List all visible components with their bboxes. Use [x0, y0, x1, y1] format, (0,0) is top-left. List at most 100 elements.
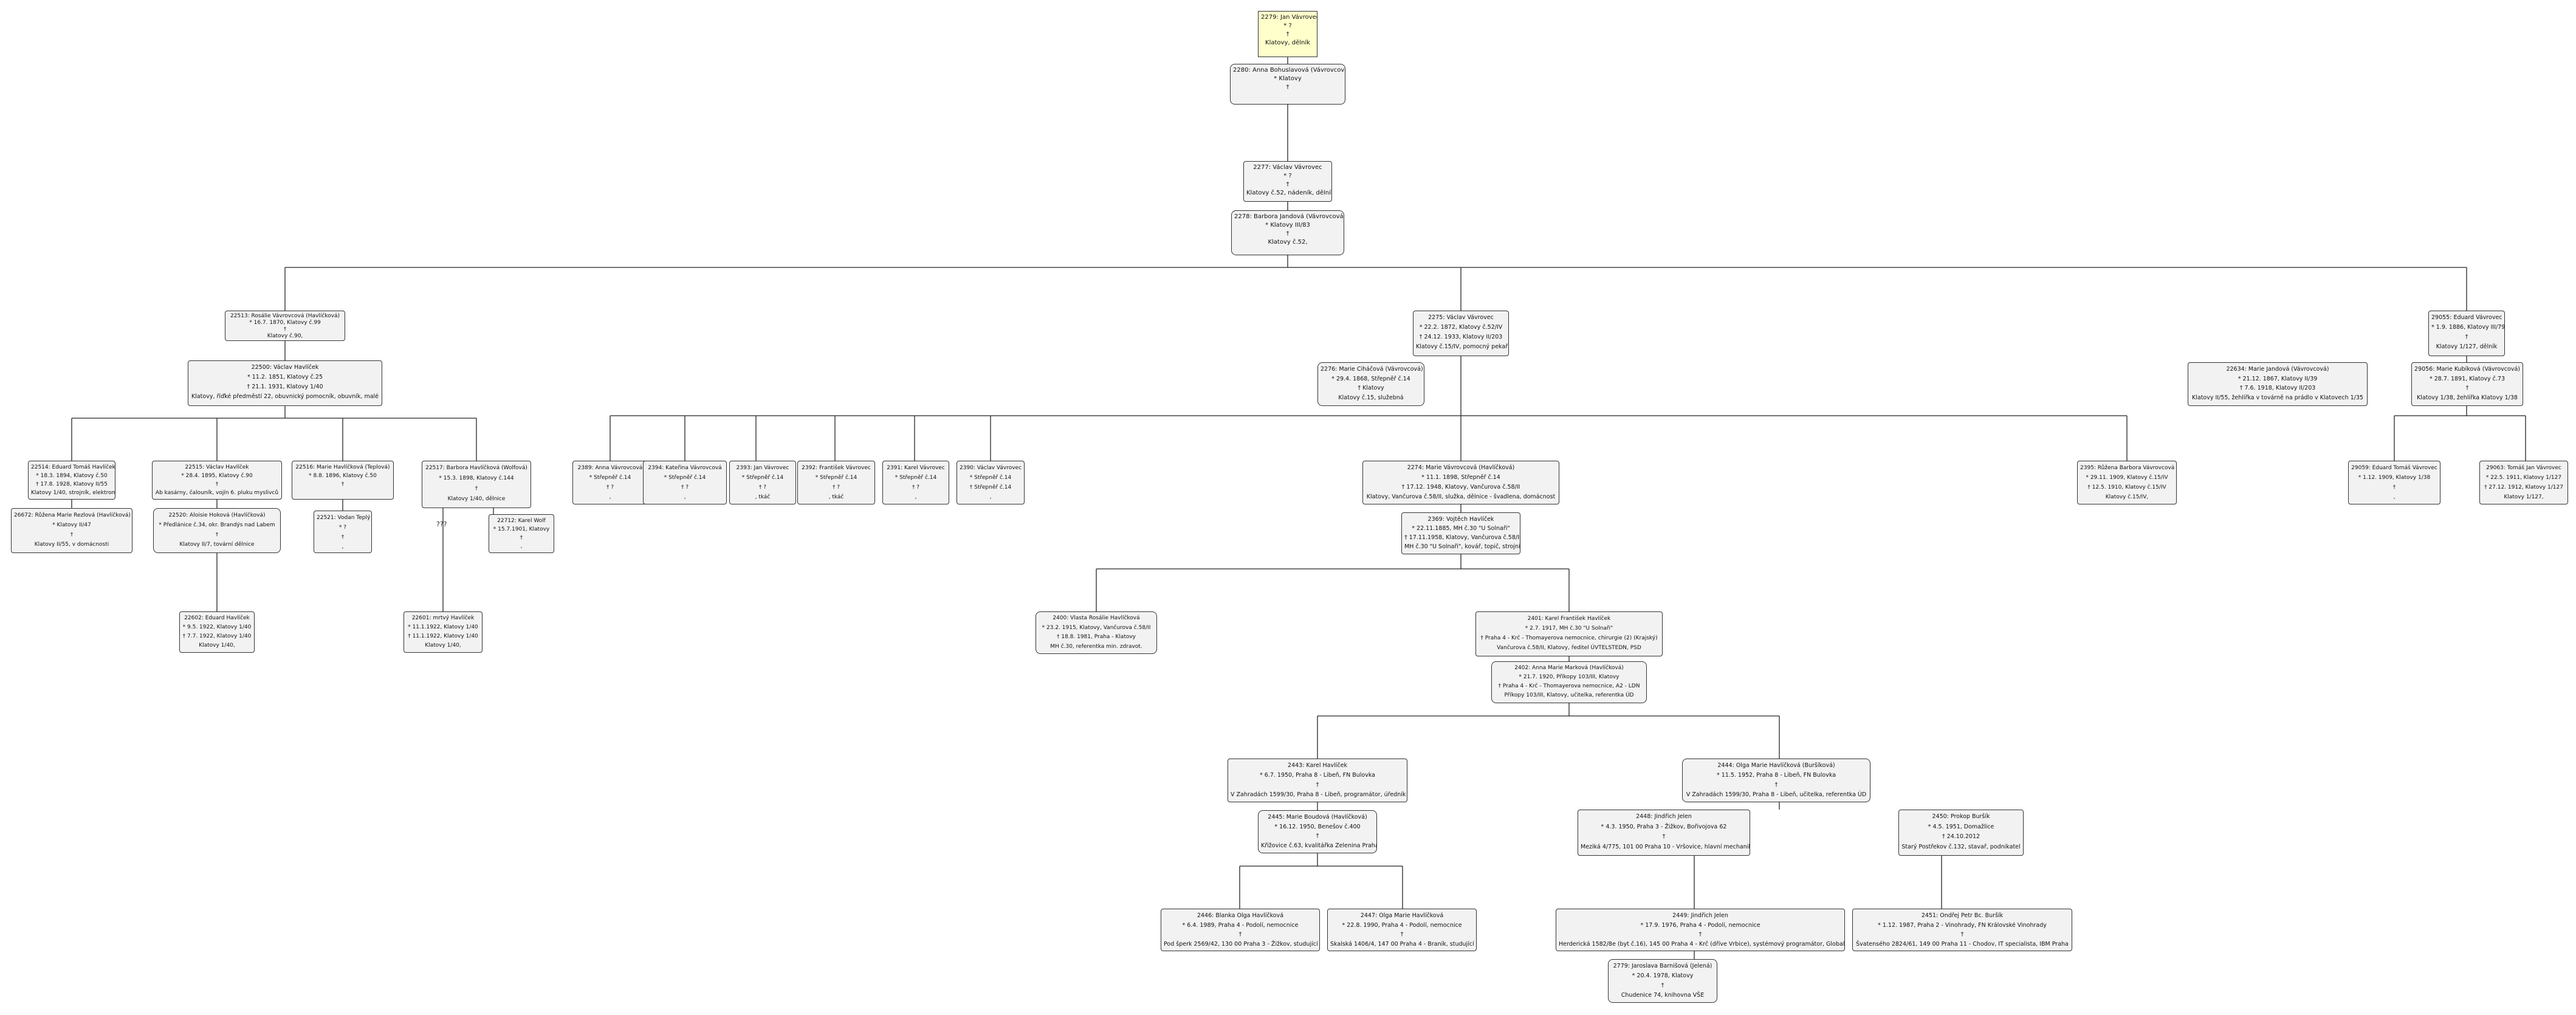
person-2278-name: 2278: Barbora Jandová (Vávrovcová) [1234, 213, 1344, 220]
person-2390-name: 2390: Václav Vávrovec [960, 465, 1022, 471]
person-2448[interactable]: 2448: Jindřich Jelen * 4.3. 1950, Praha … [1578, 810, 1750, 856]
person-2392-name: 2392: František Vávrovec [802, 465, 871, 471]
person-2279-death: † [1286, 31, 1290, 38]
person-2278[interactable]: 2278: Barbora Jandová (Vávrovcová) * Kla… [1231, 210, 1344, 255]
person-2451-death: † [1960, 931, 1964, 938]
person-2391-info: , [915, 494, 917, 500]
person-22634-name: 22634: Marie Jandová (Vávrovcová) [2226, 366, 2329, 373]
person-2390-birth: * Střepněř č.14 [969, 475, 1012, 481]
person-22517[interactable]: 22517: Barbora Havlíčková (Wolfová) * 15… [422, 461, 531, 508]
person-2445[interactable]: 2445: Marie Boudová (Havlíčková) * 16.12… [1258, 810, 1377, 853]
person-2443-birth: * 6.7. 1950, Praha 8 - Libeň, FN Bulovka [1259, 772, 1376, 779]
person-2276[interactable]: 2276: Marie Ciháčová (Vávrovcová) * 29.4… [1317, 362, 1424, 406]
person-22521[interactable]: 22521: Vodan Teplý * ? † , [314, 511, 372, 553]
person-2400-birth: * 23.2. 1915, Klatovy, Vančurova č.58/II [1042, 624, 1151, 631]
person-29056[interactable]: 29056: Marie Kubíková (Vávrovcová) * 28.… [2411, 362, 2523, 406]
person-2391[interactable]: 2391: Karel Vávrovec * Střepněř č.14 † ?… [882, 461, 949, 504]
person-2451[interactable]: 2451: Ondřej Petr Bc. Buršík * 1.12. 198… [1852, 909, 2072, 951]
person-29063-name: 29063: Tomáš Jan Vávrovec [2486, 465, 2561, 471]
person-2447-birth: * 22.8. 1990, Praha 4 - Podolí, nemocnic… [1342, 921, 1462, 929]
person-29059-death: † [2392, 484, 2396, 490]
person-22520[interactable]: 22520: Aloisie Hoková (Havlíčková) * Pře… [153, 508, 281, 553]
person-29055[interactable]: 29055: Eduard Vávrovec * 1.9. 1886, Klat… [2428, 311, 2505, 356]
person-22520-name: 22520: Aloisie Hoková (Havlíčková) [168, 512, 266, 518]
person-2779-info: Chudenice 74, knihovna VŠE [1621, 992, 1705, 999]
person-2391-death: † ? [912, 484, 920, 490]
person-2449[interactable]: 2449: Jindřich Jelen * 17.9. 1976, Praha… [1556, 909, 1845, 951]
person-2446-birth: * 6.4. 1989, Praha 4 - Podolí, nemocnice [1182, 921, 1299, 929]
person-22712-name: 22712: Karel Wolf [497, 518, 546, 524]
person-29056-name: 29056: Marie Kubíková (Vávrovcová) [2414, 366, 2520, 373]
person-26672-name: 26672: Růžena Marie Rezlová (Havlíčková) [14, 512, 131, 518]
person-22712[interactable]: 22712: Karel Wolf * 15.7.1901, Klatovy †… [489, 514, 554, 553]
person-2393-birth: * Střepněř č.14 [741, 475, 784, 481]
person-2389[interactable]: 2389: Anna Vávrovcová * Střepněř č.14 † … [572, 461, 648, 504]
person-22601-birth: * 11.1.1922, Klatovy 1/40 [408, 624, 478, 630]
person-2391-name: 2391: Karel Vávrovec [887, 465, 945, 471]
person-2389-birth: * Střepněř č.14 [589, 475, 631, 481]
person-2401[interactable]: 2401: Karel František Havlíček * 2.7. 19… [1475, 611, 1663, 656]
person-22515[interactable]: 22515: Václav Havlíček * 28.4. 1895, Kla… [152, 461, 282, 500]
person-2448-name: 2448: Jindřich Jelen [1636, 813, 1692, 820]
person-2395[interactable]: 2395: Růžena Barbora Vávrovcová * 29.11.… [2077, 461, 2177, 504]
person-2393[interactable]: 2393: Jan Vávrovec * Střepněř č.14 † ? ,… [729, 461, 796, 504]
person-22500-name: 22500: Václav Havlíček [251, 364, 319, 371]
person-22601[interactable]: 22601: mrtvý Havlíček * 11.1.1922, Klato… [404, 611, 483, 653]
person-2389-info: , [609, 494, 611, 500]
person-2394[interactable]: 2394: Kateřina Vávrovcová * Střepněř č.1… [643, 461, 727, 504]
person-26672[interactable]: 26672: Růžena Marie Rezlová (Havlíčková)… [11, 508, 132, 553]
person-2444[interactable]: 2444: Olga Marie Havlíčková (Buršíková) … [1682, 759, 1870, 802]
person-2779-name: 2779: Jaroslava Barnišová (Jelená) [1613, 963, 1712, 969]
person-22520-info: Klatovy II/7, tovární dělnice [179, 542, 255, 548]
person-2779[interactable]: 2779: Jaroslava Barnišová (Jelená) * 20.… [1608, 959, 1717, 1003]
person-2392[interactable]: 2392: František Vávrovec * Střepněř č.14… [797, 461, 875, 504]
person-22513-death: † [283, 326, 287, 332]
person-2447[interactable]: 2447: Olga Marie Havlíčková * 22.8. 1990… [1327, 909, 1477, 951]
person-2369[interactable]: 2369: Vojtěch Havlíček * 22.11.1885, MH … [1401, 512, 1520, 554]
person-2278-death: † [1286, 230, 1290, 237]
person-2279[interactable]: 2279: Jan Vávrovec * ? † Klatovy, dělník [1258, 11, 1317, 57]
person-2402[interactable]: 2402: Anna Marie Marková (Havlíčková) * … [1491, 661, 1647, 703]
person-2445-name: 2445: Marie Boudová (Havlíčková) [1268, 814, 1367, 821]
person-2280[interactable]: 2280: Anna Bohuslavová (Vávrovcová) * Kl… [1230, 64, 1345, 105]
person-2401-name: 2401: Karel František Havlíček [1527, 616, 1611, 622]
person-2278-birth: * Klatovy III/83 [1265, 222, 1310, 229]
person-22517-name: 22517: Barbora Havlíčková (Wolfová) [425, 465, 527, 471]
person-22514[interactable]: 22514: Eduard Tomáš Havlíček * 18.3. 189… [28, 461, 115, 500]
person-2446[interactable]: 2446: Blanka Olga Havlíčková * 6.4. 1989… [1161, 909, 1320, 951]
person-2277[interactable]: 2277: Václav Vávrovec * ? † Klatovy č.52… [1243, 161, 1332, 202]
person-29059[interactable]: 29059: Eduard Tomáš Vávrovec * 1.12. 190… [2348, 461, 2440, 504]
person-2779-birth: * 20.4. 1978, Klatovy [1632, 972, 1694, 979]
person-29063[interactable]: 29063: Tomáš Jan Vávrovec * 22.5. 1911, … [2479, 461, 2568, 504]
person-2274[interactable]: 2274: Marie Vávrovcová (Havlíčková) * 11… [1362, 461, 1559, 504]
person-29059-info: , [2393, 494, 2396, 500]
person-2400[interactable]: 2400: Vlasta Rosálie Havlíčková * 23.2. … [1036, 611, 1157, 654]
person-2395-name: 2395: Růžena Barbora Vávrovcová [2080, 465, 2175, 471]
person-22514-name: 22514: Eduard Tomáš Havlíček [31, 464, 115, 470]
person-29059-birth: * 1.12. 1909, Klatovy 1/38 [2358, 475, 2431, 481]
person-2275[interactable]: 2275: Václav Vávrovec * 22.2. 1872, Klat… [1413, 311, 1509, 356]
person-2279-info: Klatovy, dělník [1265, 40, 1310, 46]
person-22500[interactable]: 22500: Václav Havlíček * 11.2. 1851, Kla… [188, 360, 382, 406]
person-2450-death: † 24.10.2012 [1942, 833, 1980, 840]
person-22602[interactable]: 22602: Eduard Havlíček * 9.5. 1922, Klat… [179, 611, 255, 653]
person-22516[interactable]: 22516: Marie Havlíčková (Teplová) * 8.8.… [292, 461, 394, 500]
person-22513[interactable]: 22513: Rosálie Vávrovcová (Havlíčková) *… [225, 311, 345, 341]
person-22513-birth: * 16.7. 1870, Klatovy č.99 [249, 320, 321, 326]
person-2402-info: Příkopy 103/III, Klatovy, učitelka, refe… [1504, 692, 1634, 698]
person-2402-birth: * 21.7. 1920, Příkopy 103/III, Klatovy [1519, 674, 1619, 680]
person-2446-info: Pod šperk 2569/42, 130 00 Praha 3 - Žižk… [1164, 940, 1318, 948]
person-22634[interactable]: 22634: Marie Jandová (Vávrovcová) * 21.1… [2188, 362, 2368, 406]
person-2443[interactable]: 2443: Karel Havlíček * 6.7. 1950, Praha … [1228, 759, 1407, 802]
person-2395-info: Klatovy č.15/IV, [2105, 494, 2149, 500]
person-2390[interactable]: 2390: Václav Vávrovec * Střepněř č.14 † … [957, 461, 1025, 504]
person-22515-birth: * 28.4. 1895, Klatovy č.90 [181, 473, 253, 479]
person-2450[interactable]: 2450: Prokop Buršík * 4.5. 1951, Domažli… [1898, 810, 2024, 856]
person-22634-info: Klatovy II/55, žehlířka v továrně na prá… [2192, 394, 2363, 401]
person-2394-name: 2394: Kateřina Vávrovcová [648, 465, 722, 471]
person-2276-name: 2276: Marie Ciháčová (Vávrovcová) [1321, 366, 1423, 373]
person-2400-name: 2400: Vlasta Rosálie Havlíčková [1053, 615, 1140, 621]
person-2394-birth: * Střepněř č.14 [664, 475, 706, 481]
person-2447-info: Skalská 1406/4, 147 00 Praha 4 - Braník,… [1330, 940, 1474, 948]
person-2275-death: † 24.12. 1933, Klatovy II/203 [1419, 334, 1503, 340]
